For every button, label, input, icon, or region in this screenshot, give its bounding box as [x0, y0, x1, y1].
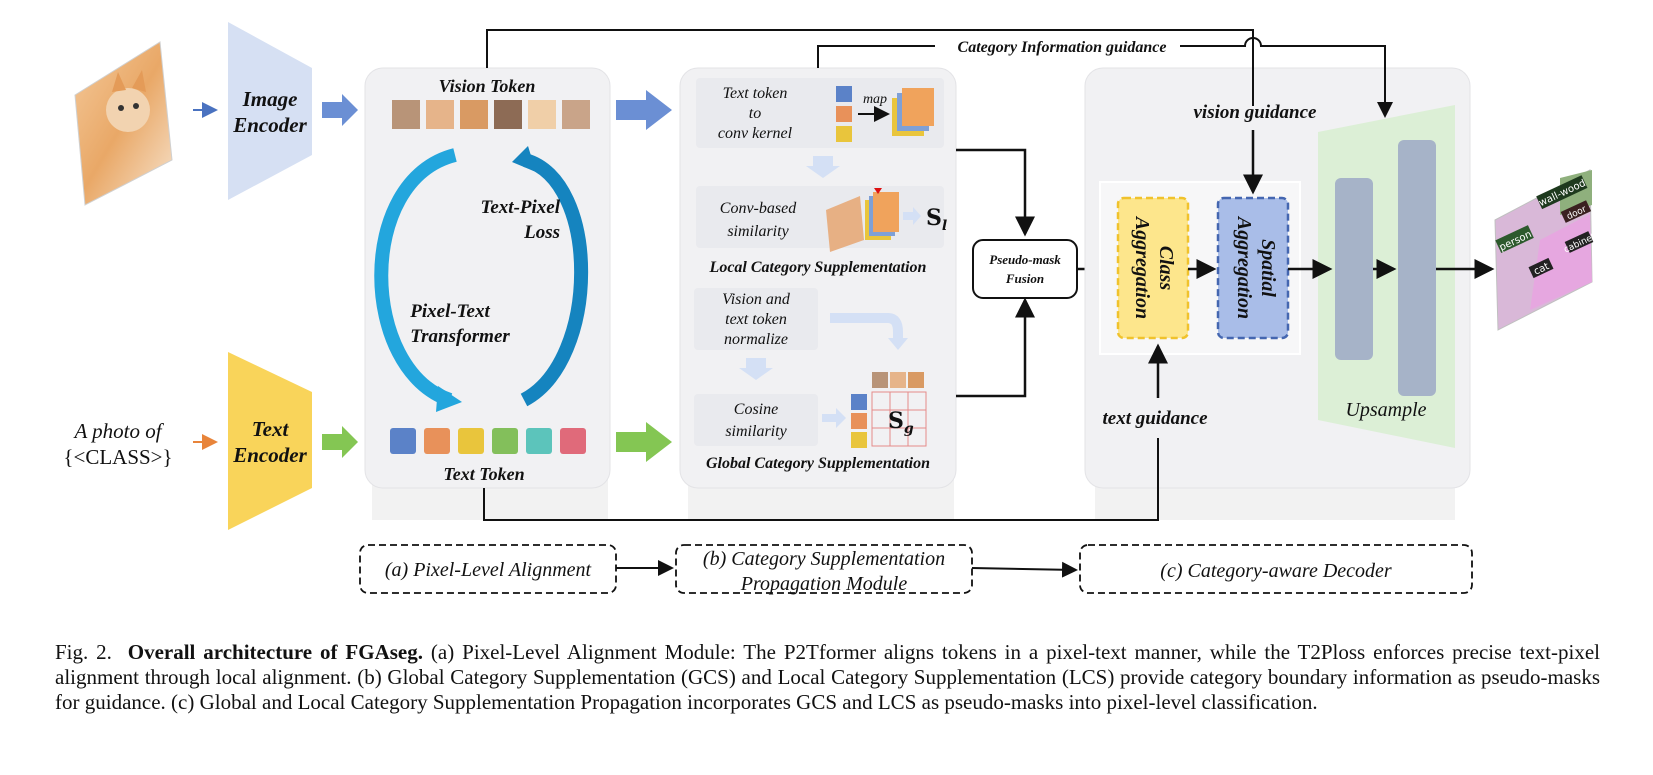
normalize-down-arrow: [739, 358, 773, 380]
global-to-fusion-line: [956, 297, 1035, 398]
module-c-box: [1079, 544, 1473, 594]
input-image: [74, 41, 173, 206]
global-category-title: Global Category Supplementation: [706, 455, 930, 472]
text-token-2: [424, 428, 450, 454]
class-aggregation-block: [1116, 196, 1190, 340]
architecture-diagram: A photo of {<CLASS>} Image Encoder Text …: [63, 22, 1598, 595]
text-token-6: [560, 428, 586, 454]
category-guidance-line-right: [1180, 37, 1393, 118]
category-guidance-line-left: [817, 45, 935, 68]
output-segmentation: person wall-wood door cabinet cat: [1494, 169, 1598, 331]
spatial-aggregation-line2: Aggregation: [1233, 215, 1255, 319]
text-token-3: [458, 428, 484, 454]
text-pixel-loss-label-1: Text-Pixel: [481, 197, 561, 218]
text-to-kernel-line1: Text token: [723, 85, 788, 102]
normalize-right-arrow: [830, 313, 903, 340]
kernel-down-arrow: [806, 156, 840, 178]
upsample-bar-2: [1398, 140, 1436, 396]
text-pixel-arrowhead: [512, 146, 536, 172]
module-c-label: (c) Category-aware Decoder: [1160, 560, 1392, 582]
module-b-to-c-arrow: [971, 561, 1078, 578]
text-token-row: [390, 428, 586, 454]
module-a-label: (a) Pixel-Level Alignment: [385, 559, 592, 581]
pixel-text-arrowhead: [436, 386, 462, 412]
local-category-title: Local Category Supplementation: [709, 259, 927, 276]
conv-similarity-line2: similarity: [727, 223, 789, 240]
upsample-bar-1: [1335, 178, 1373, 360]
conv-similarity-line1: Conv-based: [720, 200, 797, 217]
conv-kernel-stack: [892, 88, 934, 136]
text-token-title: Text Token: [443, 464, 524, 484]
spatial-aggregation-block: [1216, 196, 1290, 340]
similarity-grid: [871, 391, 927, 447]
text-to-kernel-line3: conv kernel: [718, 125, 793, 142]
text-encoder-label-1: Text: [252, 417, 290, 441]
input-text-line1: A photo of: [72, 419, 164, 443]
vision-to-panel-b-arrow: [616, 90, 672, 130]
text-encoder: [228, 352, 312, 530]
normalize-right-arrowhead: [888, 338, 908, 350]
normalize-box: [694, 288, 818, 350]
text-guidance-label: text guidance: [1102, 408, 1208, 429]
normalize-line1: Vision and: [722, 291, 791, 308]
pseudo-mask-fusion-line1: Pseudo-mask: [989, 252, 1061, 267]
conv-to-sl-arrow: [903, 207, 921, 225]
cosine-line2: similarity: [725, 423, 787, 440]
cos-token-blue: [851, 394, 867, 410]
pixel-text-transformer-arrow: [374, 148, 458, 407]
cos-token-yellow: [851, 432, 867, 448]
kernel-token-yellow: [836, 126, 852, 142]
cosine-arrow: [822, 408, 846, 428]
upsample-label: Upsample: [1345, 399, 1426, 421]
text-to-kernel-box: [696, 78, 944, 148]
text-guidance-line: [483, 438, 1159, 521]
kernel-token-orange: [836, 106, 852, 122]
s-local-symbol: Sl: [926, 205, 947, 234]
s-global-symbol: Sg: [888, 408, 914, 437]
vision-guidance-label: vision guidance: [1194, 102, 1318, 123]
pseudo-mask-fusion-box: [972, 239, 1078, 299]
cos-token-orange: [851, 413, 867, 429]
text-token-5: [526, 428, 552, 454]
normalize-line3: normalize: [724, 331, 788, 348]
cosine-line1: Cosine: [734, 401, 778, 418]
class-aggregation-line2: Aggregation: [1131, 215, 1153, 319]
vision-guidance-line: [486, 29, 1254, 106]
text-pixel-loss-label-2: Loss: [523, 222, 560, 243]
input-text-line2: {<CLASS>}: [63, 445, 172, 469]
text-to-panel-a-arrow: [322, 426, 358, 458]
caption-fig: Fig. 2.: [55, 640, 112, 664]
caption-body: (a) Pixel-Level Alignment Module: The P2…: [55, 640, 1600, 714]
category-guidance-label: Category Information guidance: [958, 39, 1167, 56]
vision-token-title: Vision Token: [439, 76, 536, 96]
text-to-panel-b-arrow: [616, 422, 672, 462]
module-b-label-2: Propagation Module: [740, 573, 908, 595]
text-encoder-label-2: Encoder: [232, 443, 307, 467]
cosine-patches: [872, 372, 924, 388]
cosine-box: [694, 394, 818, 446]
local-to-fusion-line: [956, 148, 1035, 237]
pixel-text-transformer-label-1: Pixel-Text: [409, 301, 490, 322]
panel-a: [364, 67, 611, 489]
image-encoder-label-2: Encoder: [232, 113, 307, 137]
image-encoder-label-1: Image: [242, 87, 298, 111]
text-pixel-loss-arrow: [520, 153, 588, 407]
pseudo-mask-fusion-line2: Fusion: [1005, 271, 1044, 286]
module-b-label-1: (b) Category Supplementation: [703, 548, 945, 570]
figure-caption: Fig. 2. Overall architecture of FGAseg. …: [55, 640, 1600, 715]
kernel-token-blue: [836, 86, 852, 102]
pixel-text-transformer-label-2: Transformer: [410, 326, 510, 347]
text-token-4: [492, 428, 518, 454]
spatial-aggregation-line1: Spatial: [1257, 239, 1279, 297]
text-token-1: [390, 428, 416, 454]
caption-title: Overall architecture of FGAseg.: [127, 640, 424, 664]
map-label: map: [863, 92, 887, 107]
image-encoder: [228, 22, 312, 200]
normalize-line2: text token: [725, 311, 787, 328]
class-aggregation-line1: Class: [1155, 246, 1177, 291]
conv-similarity-stack: [826, 188, 899, 252]
image-to-panel-a-arrow: [322, 94, 358, 126]
vision-token-patches: [392, 100, 590, 129]
text-to-kernel-line2: to: [749, 105, 761, 122]
